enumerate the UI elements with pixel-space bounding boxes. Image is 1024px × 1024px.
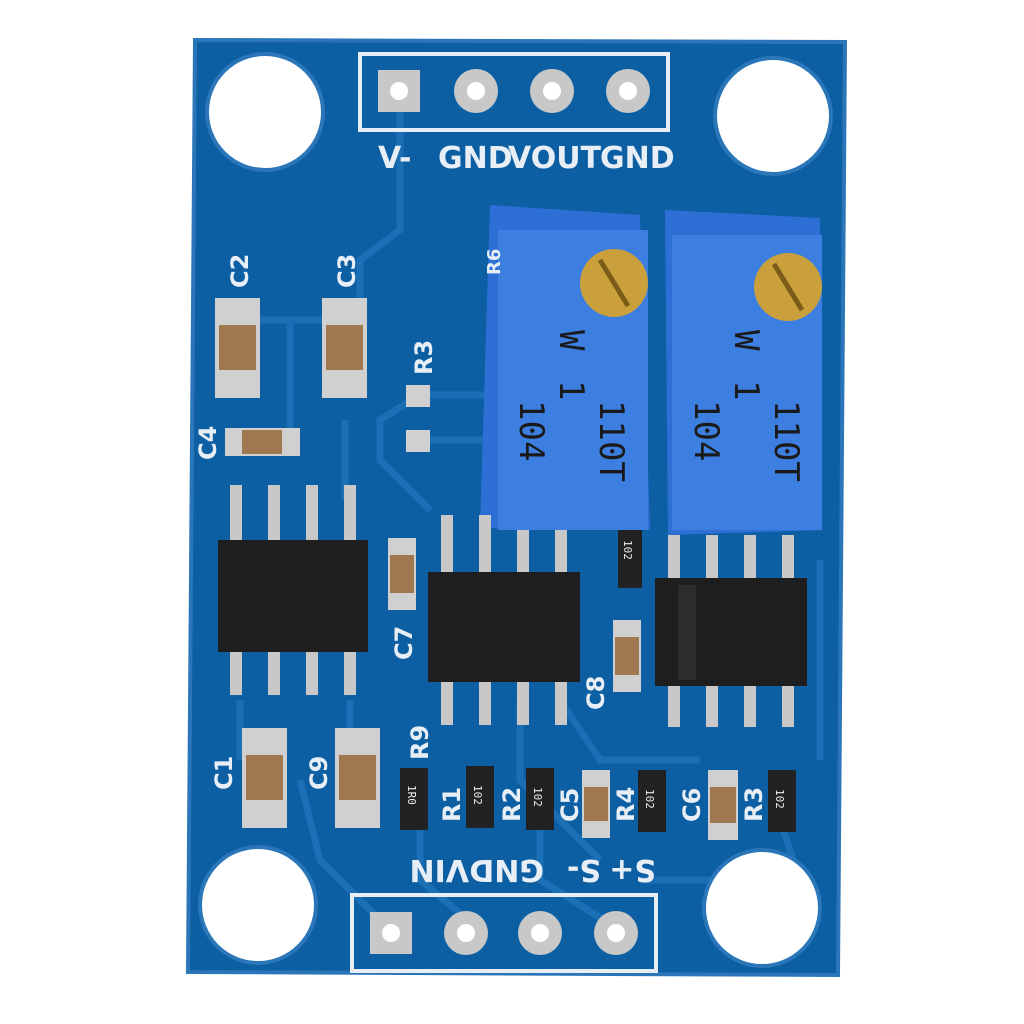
resistor-code: 1R0 — [405, 785, 418, 805]
svg-text:104: 104 — [511, 400, 551, 461]
label-r2: R2 — [498, 787, 526, 822]
label-r6: R6 — [484, 249, 505, 275]
svg-text:W: W — [726, 330, 766, 351]
resistor-code: 102 — [773, 789, 786, 809]
svg-text:1: 1 — [726, 380, 766, 400]
resistor-code: 102 — [643, 789, 656, 809]
label-c3: C3 — [333, 254, 361, 288]
svg-text:W: W — [551, 330, 591, 351]
label-c8: C8 — [582, 676, 610, 710]
label-vin: VIN — [410, 852, 470, 887]
svg-text:110T: 110T — [591, 400, 631, 482]
label-c5: C5 — [556, 788, 584, 822]
label-c2: C2 — [226, 254, 254, 288]
label-r3-bottom: R3 — [740, 787, 768, 822]
top-pin-header[interactable] — [358, 52, 670, 132]
label-c6: C6 — [678, 788, 706, 822]
label-gnd-top-2: GND — [600, 141, 675, 176]
label-r9: R9 — [406, 725, 434, 760]
label-r3-top: R3 — [410, 340, 438, 375]
label-c1: C1 — [210, 756, 238, 790]
label-c9: C9 — [305, 756, 333, 790]
svg-text:110T: 110T — [766, 400, 806, 482]
label-c7: C7 — [390, 626, 418, 660]
mounting-holes — [198, 52, 833, 968]
resistor-code: 102 — [531, 787, 544, 807]
capacitors — [215, 298, 738, 840]
label-r4: R4 — [612, 787, 640, 822]
label-gnd-top-1: GND — [438, 141, 513, 176]
resistor-code: 102 — [621, 540, 634, 560]
potentiometer-left[interactable]: W 1 104 110T — [480, 205, 650, 530]
resistors: 102 1R0 102 102 102 102 — [400, 385, 796, 832]
label-r1: R1 — [438, 787, 466, 822]
svg-text:104: 104 — [686, 400, 726, 461]
label-s-plus: S+ — [609, 852, 656, 887]
bottom-pin-header[interactable] — [350, 893, 658, 973]
label-v-minus: V- — [378, 141, 412, 176]
label-s-minus: S- — [567, 852, 601, 887]
svg-text:1: 1 — [551, 380, 591, 400]
ic-chips — [218, 485, 807, 727]
label-c4: C4 — [194, 426, 222, 460]
label-gnd-bottom: GND — [469, 852, 544, 887]
resistor-code: 102 — [471, 785, 484, 805]
potentiometer-right[interactable]: W 1 104 110T — [665, 210, 822, 535]
label-vout: VOUT — [508, 141, 602, 176]
